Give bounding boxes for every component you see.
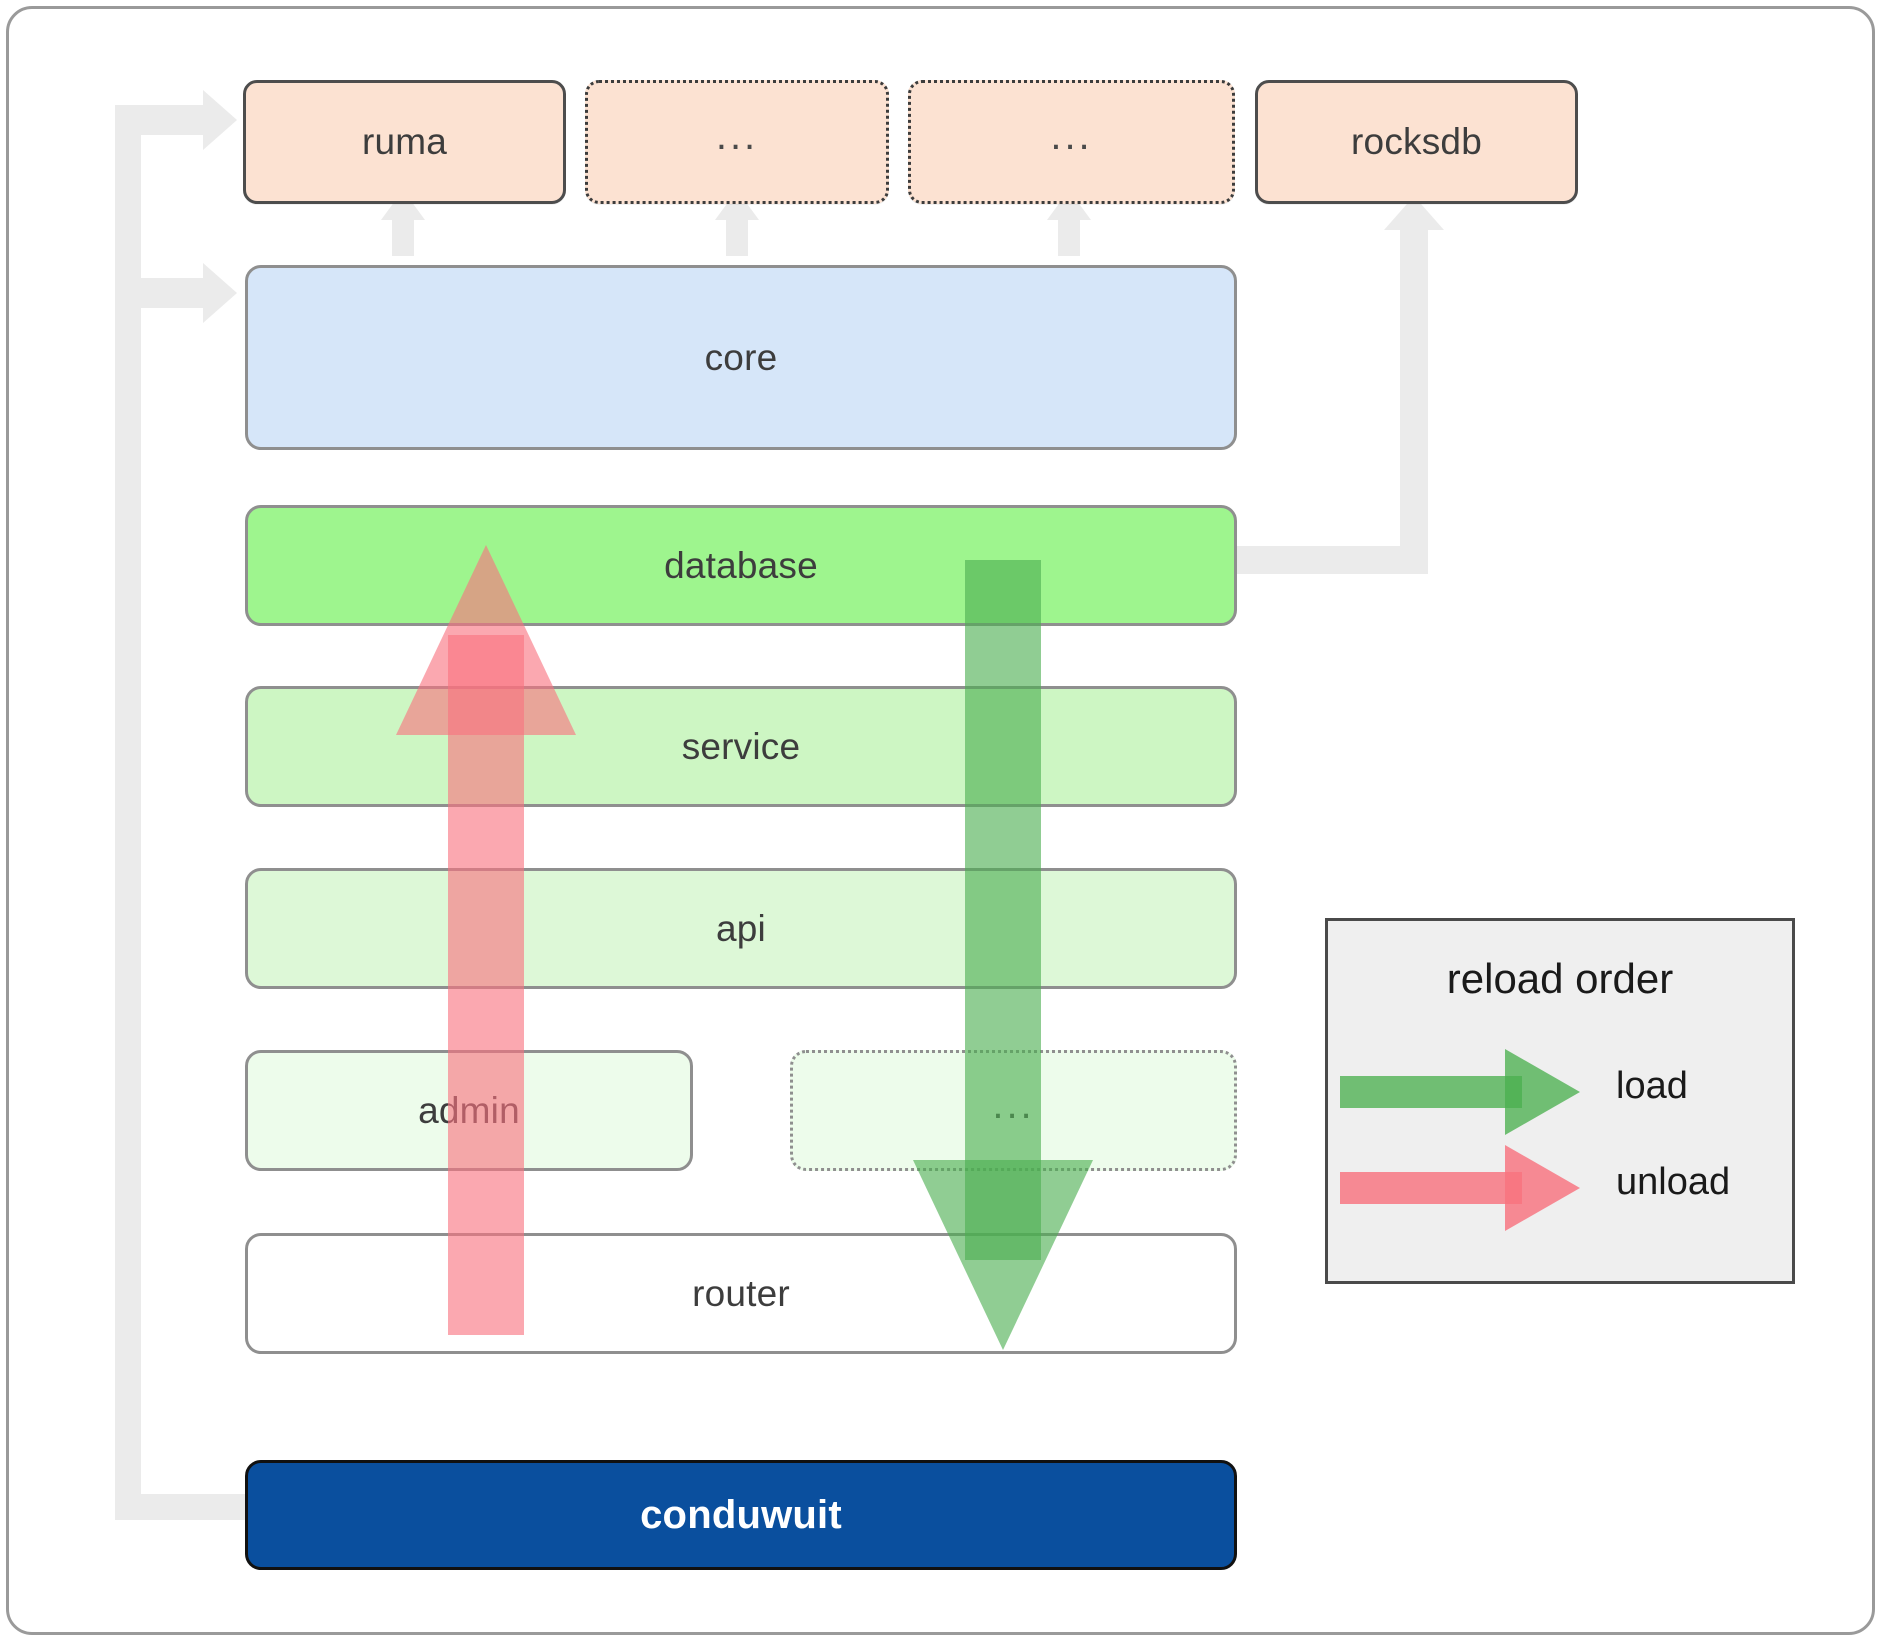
core-to-dep3-stem — [1058, 218, 1080, 256]
connector-arrow-to-core — [203, 263, 237, 323]
crate-box-database[interactable]: database — [245, 505, 1237, 626]
dependency-box-2[interactable]: ... — [585, 80, 889, 204]
crate-label-core: core — [704, 336, 778, 378]
crate-label-router: router — [692, 1272, 790, 1314]
connector-branch-to-ruma — [115, 105, 213, 135]
legend-label-unload: unload — [1616, 1161, 1731, 1203]
core-to-ruma-stem — [392, 218, 414, 256]
dependency-label-ruma: ruma — [361, 121, 448, 162]
load-flow-arrow-icon — [903, 560, 1103, 1350]
legend-unload-arrow-icon — [1340, 1145, 1580, 1231]
connector-arrow-to-ruma — [203, 90, 237, 150]
legend-title: reload order — [1446, 955, 1674, 1002]
core-to-dep2-stem — [726, 218, 748, 256]
dependency-box-ruma[interactable]: ruma — [243, 80, 566, 204]
legend-load-arrow-icon — [1340, 1049, 1580, 1135]
connector-bottom-horizontal — [115, 1494, 250, 1520]
connector-rocksdb-vertical — [1400, 228, 1428, 558]
dependency-box-3[interactable]: ... — [908, 80, 1235, 204]
legend-label-load: load — [1616, 1065, 1688, 1107]
binary-label-conduwuit: conduwuit — [640, 1492, 842, 1537]
unload-flow-arrow-icon — [386, 545, 586, 1335]
crate-box-core[interactable]: core — [245, 265, 1237, 450]
crate-box-router[interactable]: router — [245, 1233, 1237, 1354]
connector-branch-to-core — [115, 278, 213, 308]
crate-label-database: database — [664, 544, 818, 586]
crate-label-api: api — [716, 907, 766, 949]
crate-label-service: service — [681, 725, 801, 767]
dependency-label-rocksdb: rocksdb — [1351, 121, 1482, 162]
legend-panel: reload order load unload — [1325, 918, 1795, 1284]
dependency-box-rocksdb[interactable]: rocksdb — [1255, 80, 1578, 204]
connector-trunk-vertical — [115, 130, 141, 1520]
binary-box-conduwuit[interactable]: conduwuit — [245, 1460, 1237, 1570]
crate-box-api[interactable]: api — [245, 868, 1237, 989]
